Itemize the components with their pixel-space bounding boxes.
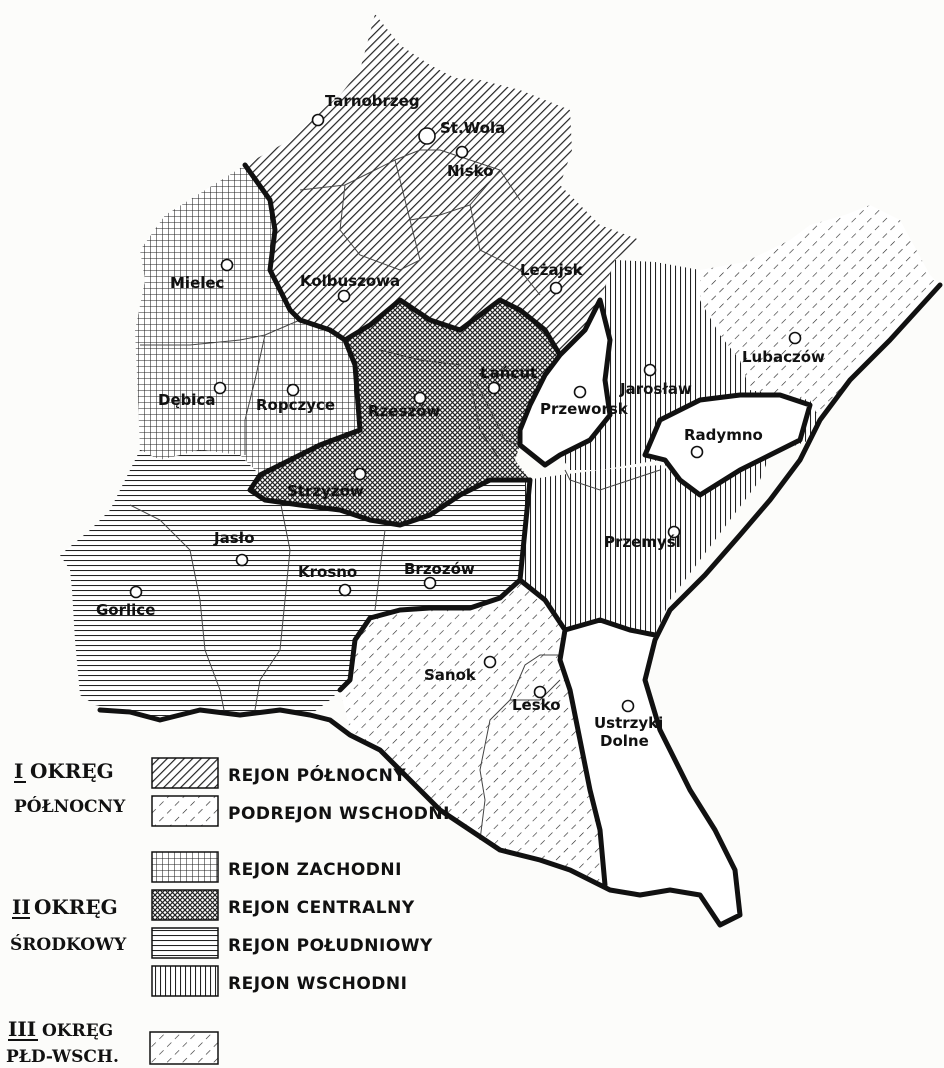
town-przemysl: Przemyśl xyxy=(604,525,681,551)
town-gorlice: Gorlice xyxy=(96,585,155,619)
town-label: Sanok xyxy=(424,666,477,684)
town-label: Łańcut xyxy=(479,364,537,382)
legend-okreg-1: I OKRĘG PÓŁNOCNY xyxy=(14,759,126,817)
town-ropczyce: Ropczyce xyxy=(256,383,335,414)
town-lezajsk: Leżajsk xyxy=(520,261,584,295)
town-label: Gorlice xyxy=(96,601,155,619)
legend-label: REJON WSCHODNI xyxy=(228,974,407,994)
town-jaroslaw: Jarosław xyxy=(619,363,692,398)
town-label: Nisko xyxy=(447,162,494,180)
county-lines xyxy=(129,149,661,841)
okreg-numeral: I xyxy=(14,759,23,783)
town-lubaczow: Lubaczów xyxy=(742,331,825,366)
town-radymno: Radymno xyxy=(684,426,763,459)
town-label: Lubaczów xyxy=(742,348,825,366)
town-label: Lesko xyxy=(512,696,561,714)
town-label: Przemyśl xyxy=(604,533,681,551)
region-west xyxy=(135,165,360,475)
okreg-subtitle: PŁD-WSCH. xyxy=(6,1047,119,1067)
town-label: Tarnobrzeg xyxy=(325,92,420,110)
town-rzeszow: Rzeszów xyxy=(368,391,440,420)
town-label: Rzeszów xyxy=(368,402,440,420)
legend-okreg-2: II OKRĘG ŚRODKOWY xyxy=(10,895,127,955)
town-kolbuszowa: Kolbuszowa xyxy=(300,272,400,303)
region-south xyxy=(60,450,530,720)
legend-item-northeast: PODREJON WSCHODNI xyxy=(151,795,450,827)
town-label: Brzozów xyxy=(404,560,475,578)
town-label: Jarosław xyxy=(619,380,692,398)
legend: I OKRĘG PÓŁNOCNY REJON PÓŁNOCNY PODREJON… xyxy=(6,757,450,1067)
region-northeast xyxy=(700,205,940,420)
okreg-numeral: III xyxy=(8,1017,36,1041)
region-central xyxy=(250,300,560,525)
town-label: Krosno xyxy=(298,563,357,581)
town-nisko: Nisko xyxy=(447,145,494,180)
legend-okreg-3: III OKRĘG PŁD-WSCH. xyxy=(6,1017,119,1067)
outer-boundary xyxy=(97,162,943,928)
town-label: Ropczyce xyxy=(256,396,335,414)
town-brzozow: Brzozów xyxy=(404,560,475,590)
region-ustrzyki-blank xyxy=(560,620,740,925)
town-lancut: Łańcut xyxy=(479,364,537,395)
okreg-subtitle: ŚRODKOWY xyxy=(10,934,127,955)
town-label: Dolne xyxy=(600,732,649,750)
town-lesko: Lesko xyxy=(512,685,561,714)
legend-item-south: REJON POŁUDNIOWY xyxy=(151,927,433,959)
okreg-title: OKRĘG xyxy=(34,895,118,919)
legend-item-central: REJON CENTRALNY xyxy=(151,889,415,921)
region-przeworsk-blank xyxy=(520,300,610,465)
region-north xyxy=(245,14,640,355)
legend-label: REJON CENTRALNY xyxy=(228,898,415,918)
legend-item-north: REJON PÓŁNOCNY xyxy=(151,757,406,789)
town-label: Mielec xyxy=(170,274,224,292)
town-stwola: St.Wola xyxy=(418,119,505,145)
okreg-subtitle: PÓŁNOCNY xyxy=(14,796,126,817)
region-east-przemysl xyxy=(520,455,770,635)
town-jaslo: Jasło xyxy=(213,529,255,567)
town-label: Przeworsk xyxy=(540,400,629,418)
legend-label: REJON ZACHODNI xyxy=(228,860,402,880)
legend-item-west: REJON ZACHODNI xyxy=(151,851,402,883)
town-krosno: Krosno xyxy=(298,563,357,597)
town-przeworsk: Przeworsk xyxy=(540,385,629,418)
region-radymno-blank xyxy=(645,395,810,495)
town-mielec: Mielec xyxy=(170,258,234,292)
legend-item-east: REJON WSCHODNI xyxy=(151,965,407,997)
okreg-numeral: II xyxy=(12,895,31,919)
town-ustrzyki: Ustrzyki Dolne xyxy=(594,699,663,750)
okreg-title: OKRĘG xyxy=(42,1021,113,1041)
town-strzyzow: Strzyżów xyxy=(287,467,367,500)
town-label: Radymno xyxy=(684,426,763,444)
legend-label: REJON PÓŁNOCNY xyxy=(228,764,406,786)
town-sanok: Sanok xyxy=(424,655,497,684)
town-label: Jasło xyxy=(213,529,255,547)
town-label: Strzyżów xyxy=(287,482,364,500)
town-label: Dębica xyxy=(158,391,216,409)
town-label: Kolbuszowa xyxy=(300,272,400,290)
town-tarnobrzeg: Tarnobrzeg xyxy=(311,92,420,127)
town-label: Ustrzyki xyxy=(594,714,663,732)
okreg-title: OKRĘG xyxy=(30,759,114,783)
legend-label: PODREJON WSCHODNI xyxy=(228,804,450,824)
legend-label: REJON POŁUDNIOWY xyxy=(228,936,433,956)
legend-item-southeast xyxy=(149,1031,219,1065)
town-label: Leżajsk xyxy=(520,261,584,279)
town-label: St.Wola xyxy=(440,119,505,137)
town-debica: Dębica xyxy=(158,381,227,409)
